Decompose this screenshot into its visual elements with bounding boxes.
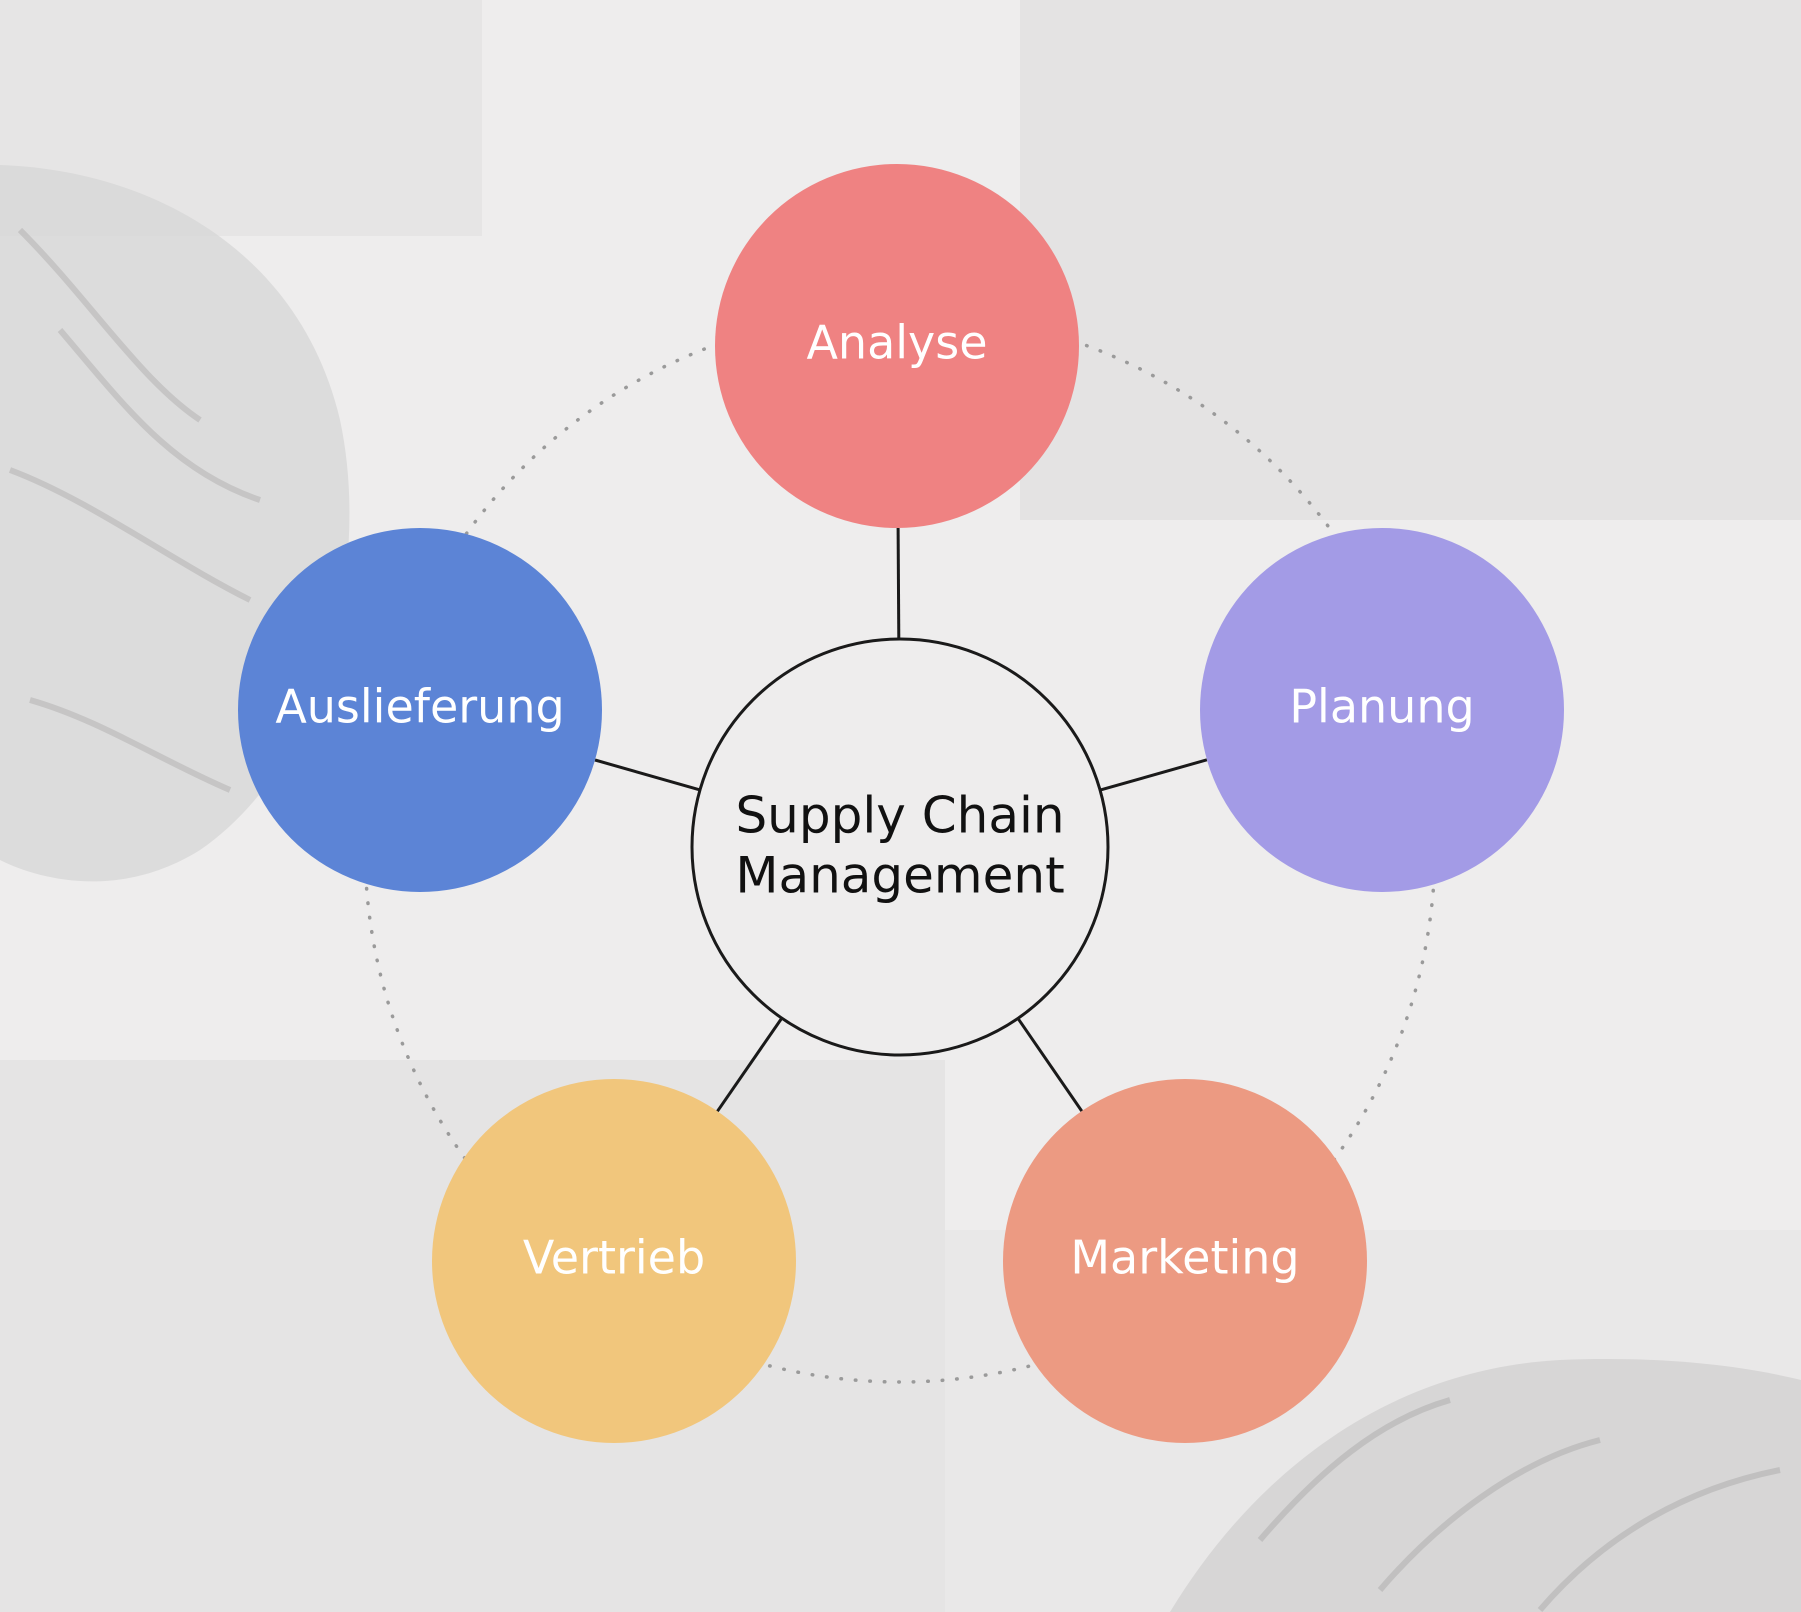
node-label-vertrieb: Vertrieb — [523, 1231, 705, 1285]
connector-auslieferung — [594, 758, 701, 792]
node-label-auslieferung: Auslieferung — [275, 680, 564, 734]
node-circle-auslieferung — [238, 528, 602, 892]
node-planung: Planung — [1200, 528, 1564, 892]
connector-marketing — [1016, 1017, 1084, 1112]
node-circle-vertrieb — [432, 1079, 796, 1443]
bg-patch-top-right — [1020, 0, 1801, 520]
bg-rock-bottom-right — [1170, 1359, 1801, 1612]
node-analyse: Analyse — [715, 164, 1079, 528]
connector-planung — [1099, 758, 1208, 792]
node-circle-planung — [1200, 528, 1564, 892]
node-marketing: Marketing — [1003, 1079, 1367, 1443]
node-auslieferung: Auslieferung — [238, 528, 602, 892]
connector-analyse — [896, 527, 901, 640]
connector-vertrieb — [716, 1017, 784, 1113]
node-label-marketing: Marketing — [1070, 1231, 1299, 1285]
center-title-line2: Management — [735, 847, 1064, 905]
node-circle-marketing — [1003, 1079, 1367, 1443]
node-label-analyse: Analyse — [806, 316, 987, 370]
center-title-line1: Supply Chain — [735, 787, 1064, 845]
node-label-planung: Planung — [1289, 680, 1474, 734]
bg-rock-bottom-right-veins — [1257, 1397, 1781, 1612]
bg-rock-left-veins — [8, 227, 261, 793]
center-circle — [690, 637, 1110, 1057]
node-circle-analyse — [715, 164, 1079, 528]
node-vertrieb: Vertrieb — [432, 1079, 796, 1443]
center-node: Supply Chain Management — [690, 637, 1110, 1057]
connector-lines — [594, 527, 1208, 1113]
